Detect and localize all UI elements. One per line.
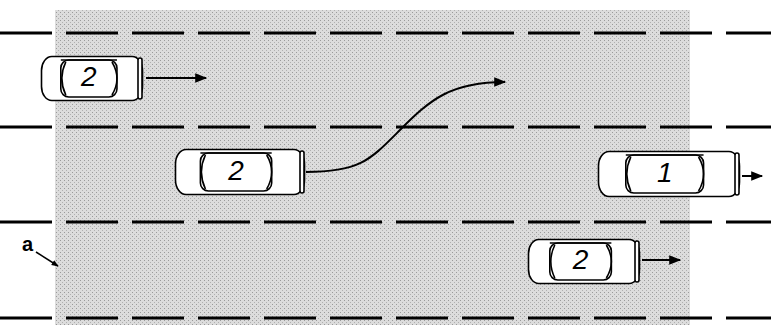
- callout-letter: a: [22, 234, 33, 254]
- car: 2: [174, 148, 306, 196]
- car-number: 2: [228, 157, 244, 185]
- car: 1: [597, 150, 741, 198]
- lane-lines: [0, 33, 771, 318]
- leader-line: [36, 252, 58, 266]
- shaded-zone: [55, 10, 690, 325]
- motion-arrows: [146, 78, 762, 260]
- car-number: 2: [573, 246, 589, 274]
- car: 2: [40, 55, 144, 102]
- car-number: 2: [81, 63, 97, 91]
- car: 2: [527, 238, 641, 285]
- car-number: 1: [657, 159, 673, 187]
